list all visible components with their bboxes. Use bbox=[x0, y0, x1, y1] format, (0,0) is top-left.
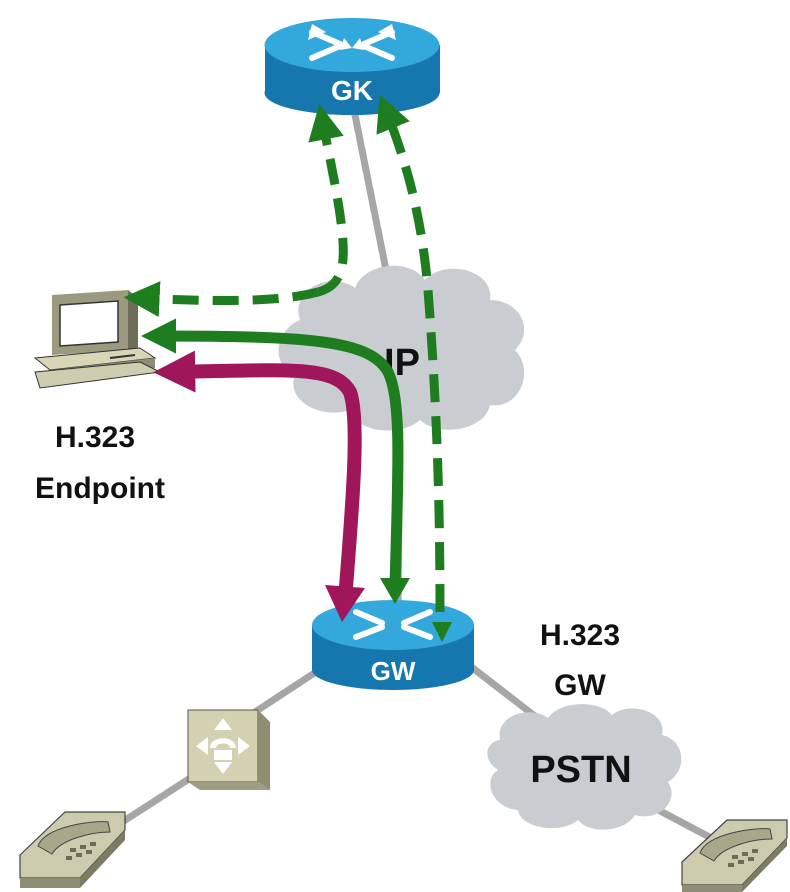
computer-icon bbox=[33, 290, 162, 389]
call-signaling-arrow bbox=[140, 318, 404, 589]
ras-arrow-gw-to-gk bbox=[376, 94, 445, 613]
media-stream-arrowhead-gw bbox=[325, 585, 365, 622]
router-arrows-icon bbox=[353, 609, 433, 640]
flow-arrows bbox=[123, 94, 452, 642]
ras-arrowhead-gw bbox=[432, 622, 452, 642]
right-phone-icon bbox=[681, 819, 788, 892]
pbx-arrows-icon bbox=[196, 718, 250, 774]
pstn-cloud-label: PSTN bbox=[530, 749, 631, 791]
endpoint-label-line2: Endpoint bbox=[35, 472, 165, 505]
gateway-router-icon: GW bbox=[312, 600, 474, 690]
call-signaling-arrowhead-gw bbox=[380, 578, 410, 604]
pstn-cloud-icon: PSTN bbox=[487, 704, 682, 830]
ras-arrow-to-gk bbox=[308, 103, 348, 297]
pbx-icon bbox=[187, 709, 270, 790]
endpoint-label-line1: H.323 bbox=[55, 421, 135, 454]
ras-arrow-to-endpoint bbox=[123, 281, 320, 318]
link-gw-pstn bbox=[462, 659, 543, 723]
left-phone-icon bbox=[19, 811, 126, 888]
gatekeeper-label: GK bbox=[331, 75, 373, 106]
media-stream-arrow bbox=[153, 350, 362, 601]
gatekeeper-router-icon: GK bbox=[264, 18, 440, 115]
gw-label-line1: H.323 bbox=[540, 619, 620, 652]
pbx-handset-icon bbox=[210, 738, 236, 748]
gw-label-line2: GW bbox=[554, 669, 606, 702]
link-gw-pbx bbox=[253, 665, 324, 715]
gateway-label: GW bbox=[371, 656, 416, 686]
